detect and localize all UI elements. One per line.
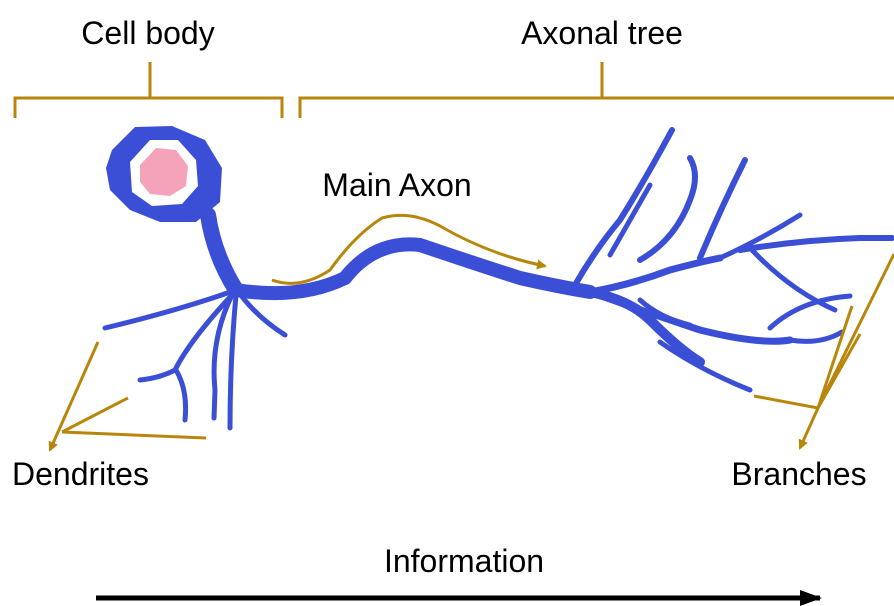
neuron [105,126,892,428]
axonal-branches [575,130,892,390]
main-axon-label: Main Axon [322,167,471,203]
annotations [50,215,894,450]
dendrite-pointer-3 [62,432,206,438]
branch-pointer-1 [754,396,818,408]
dendrites [105,290,285,428]
branches-label: Branches [731,456,866,492]
main-axon [236,244,590,293]
branch-pointer-5 [800,408,818,448]
cell-body-label: Cell body [81,15,214,51]
dendrites-label: Dendrites [12,456,149,492]
soma-stem [208,215,236,290]
axonal-tree-bracket [300,62,894,118]
branch-pointer-4 [818,254,894,408]
cell-body-bracket [15,62,282,118]
axonal-tree-label: Axonal tree [521,15,683,51]
information-label: Information [384,543,544,579]
